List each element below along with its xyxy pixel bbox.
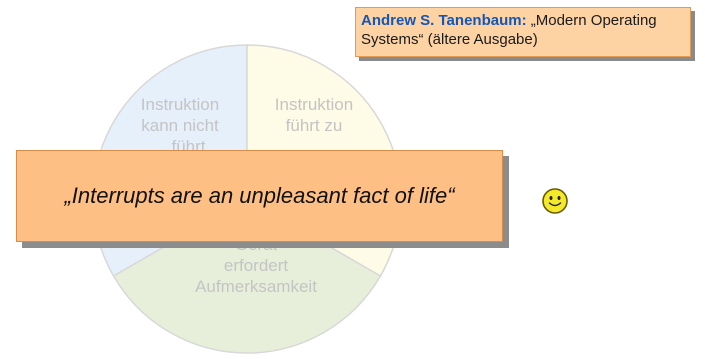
segment-left-line-1: Instruktion — [140, 95, 220, 114]
segment-left-line-2: kann nicht — [141, 116, 219, 135]
citation-work: „Modern Operating Systems“ (ältere Ausga… — [361, 12, 657, 48]
segment-left-label: Instruktion kann nicht …führt — [118, 94, 242, 157]
segment-right-line-1: Instruktion — [274, 95, 354, 114]
segment-bottom-line-3: Aufmerksamkeit — [195, 277, 317, 296]
segment-bottom-label: Gerät erfordert Aufmerksamkeit — [156, 234, 356, 297]
segment-right-label: Instruktion führt zu … — [252, 94, 376, 157]
quote-box: „Interrupts are an unpleasant fact of li… — [16, 150, 503, 242]
smiley-face-icon — [542, 188, 568, 214]
citation-author: Andrew S. Tanenbaum: — [361, 12, 527, 29]
segment-right-line-2: führt zu — [285, 116, 343, 135]
quote-text: „Interrupts are an unpleasant fact of li… — [64, 183, 455, 208]
citation-box: Andrew S. Tanenbaum: „Modern Operating S… — [355, 7, 691, 57]
segment-bottom-line-2: erfordert — [223, 256, 289, 275]
